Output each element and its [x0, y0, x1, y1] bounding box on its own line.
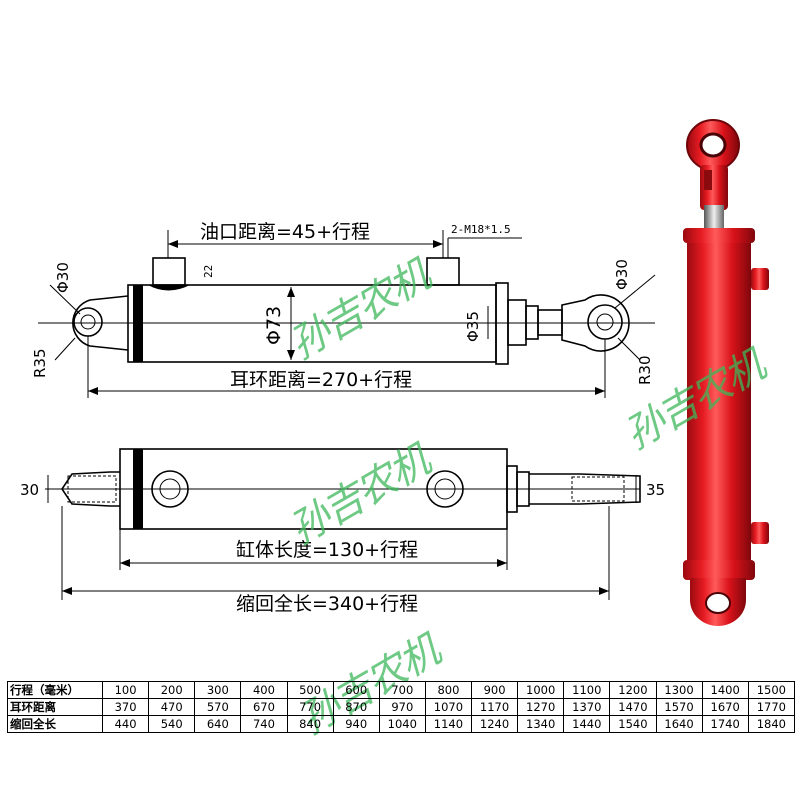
- table-cell: 200: [148, 681, 196, 699]
- cylinder-dia-label: Φ73: [263, 306, 285, 345]
- table-cell: 900: [470, 681, 519, 699]
- table-cell: 640: [194, 715, 242, 733]
- table-cell: 440: [101, 715, 150, 733]
- table-cell: 570: [194, 698, 242, 716]
- retracted-length-label: 缩回全长=340+行程: [236, 593, 418, 615]
- table-cell: 870: [332, 698, 380, 716]
- table-cell: 1370: [563, 698, 611, 716]
- table-cell: 370: [101, 698, 150, 716]
- body-length-label: 缸体长度=130+行程: [236, 539, 418, 561]
- table-cell: 1100: [563, 681, 611, 699]
- port-height-label: 22: [202, 265, 215, 278]
- right-ear-dia-label: Φ30: [613, 259, 631, 290]
- ear-distance-label: 耳环距离=270+行程: [230, 369, 412, 391]
- rod-dia-label: Φ35: [464, 311, 482, 342]
- table-cell: 1200: [609, 681, 657, 699]
- table-cell: 1170: [470, 698, 519, 716]
- top-view: 油口距离=45+行程 2-M18*1.5 22 Φ30 R35 Φ73 Φ35 …: [31, 221, 656, 398]
- table-cell: 1840: [747, 715, 796, 733]
- side-view: 30 35 缸体长度=130+行程 缩回全长=340+行程: [20, 448, 665, 615]
- table-cell: 1270: [517, 698, 565, 716]
- table-cell: 1340: [517, 715, 565, 733]
- table-cell: 1740: [701, 715, 749, 733]
- table-cell: 770: [286, 698, 334, 716]
- table-cell: 1570: [655, 698, 703, 716]
- oil-port-distance-label: 油口距离=45+行程: [200, 221, 370, 243]
- table-cell: 1300: [655, 681, 703, 699]
- table-cell: 540: [148, 715, 196, 733]
- table-cell: 700: [378, 681, 426, 699]
- row-header: 耳环距离: [7, 698, 103, 716]
- right-ear: [561, 294, 630, 352]
- table-cell: 1640: [655, 715, 703, 733]
- left-ear-dia-label: Φ30: [54, 262, 72, 293]
- table-cell: 400: [240, 681, 288, 699]
- row-header: 缩回全长: [7, 715, 103, 733]
- table-cell: 600: [332, 681, 380, 699]
- radius-right-label: R30: [636, 355, 654, 385]
- table-cell: 1240: [470, 715, 519, 733]
- table-cell: 1500: [747, 681, 796, 699]
- table-cell: 800: [424, 681, 473, 699]
- radius-left-label: R35: [31, 348, 49, 378]
- table-cell: 1470: [609, 698, 657, 716]
- table-cell: 1000: [517, 681, 565, 699]
- table-cell: 940: [332, 715, 380, 733]
- table-cell: 840: [286, 715, 334, 733]
- table-cell: 1770: [747, 698, 796, 716]
- left-ear: [72, 295, 129, 351]
- table-cell: 1140: [424, 715, 473, 733]
- table-cell: 1070: [424, 698, 473, 716]
- table-cell: 970: [378, 698, 426, 716]
- table-cell: 1540: [609, 715, 657, 733]
- pin-left-label: 30: [20, 481, 39, 499]
- table-cell: 300: [194, 681, 242, 699]
- table-cell: 1400: [701, 681, 749, 699]
- table-cell: 740: [240, 715, 288, 733]
- cylinder-photo: [683, 119, 769, 626]
- table-cell: 1040: [378, 715, 426, 733]
- table-cell: 1440: [563, 715, 611, 733]
- table-cell: 500: [286, 681, 334, 699]
- row-header: 行程（毫米）: [7, 681, 103, 699]
- end-cap-band: [133, 285, 143, 362]
- pin-right-label: 35: [646, 481, 665, 499]
- table-cell: 1670: [701, 698, 749, 716]
- table-cell: 470: [148, 698, 196, 716]
- thread-label: 2-M18*1.5: [451, 223, 511, 236]
- table-cell: 100: [101, 681, 150, 699]
- table-cell: 670: [240, 698, 288, 716]
- oil-port-left: [152, 257, 186, 286]
